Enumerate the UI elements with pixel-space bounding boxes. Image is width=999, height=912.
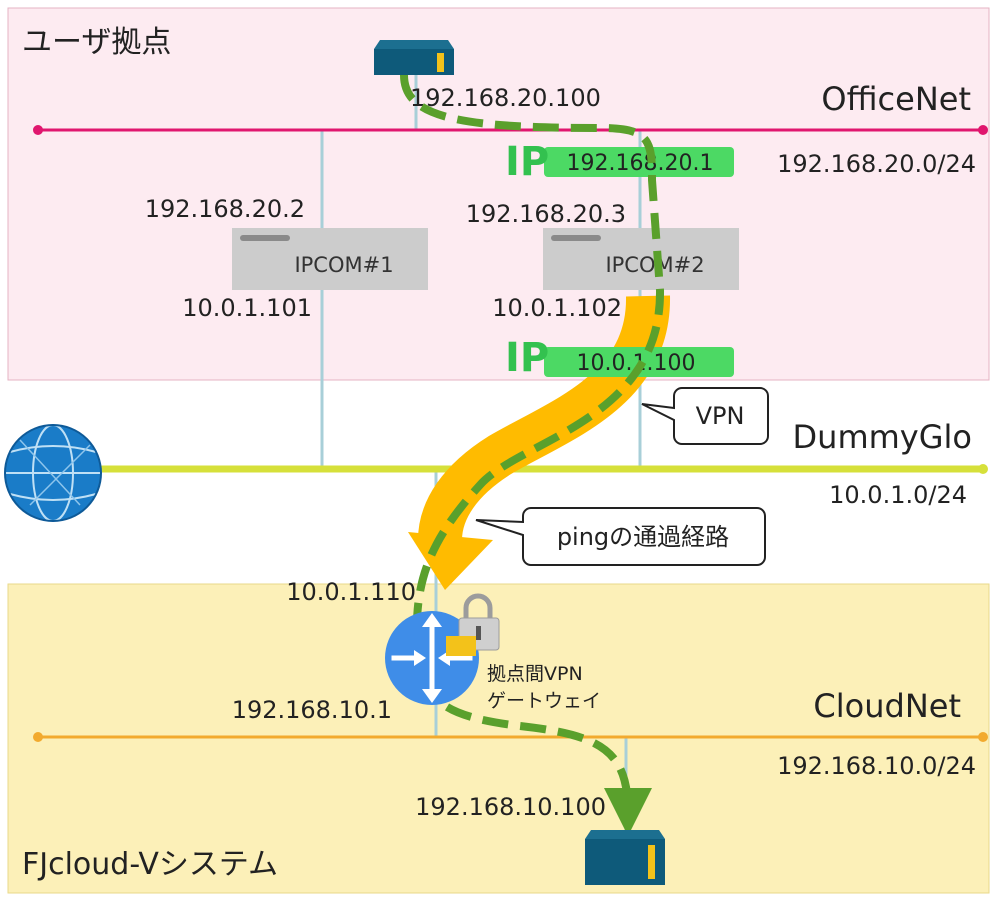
gateway-label-line1: 拠点間VPN — [487, 663, 583, 685]
ping-route-callout — [475, 507, 766, 566]
user-site-title: ユーザ拠点 — [22, 25, 171, 60]
gateway-cloud-ip: 192.168.10.1 — [232, 696, 392, 724]
officenet-bus — [33, 125, 988, 135]
ipcom1-office-ip: 192.168.20.2 — [145, 195, 305, 223]
dummyglo-bus — [95, 464, 988, 474]
officenet-label: OfficeNet — [821, 80, 971, 118]
officenet-cidr: 192.168.20.0/24 — [777, 150, 976, 178]
cloud-system-title: FJcloud-Vシステム — [22, 847, 278, 882]
ipcom1-dummy-ip: 10.0.1.101 — [182, 294, 312, 322]
dummyglo-label: DummyGlo — [793, 418, 972, 456]
cloudnet-cidr: 192.168.10.0/24 — [777, 752, 976, 780]
dummyglo-cidr: 10.0.1.0/24 — [829, 481, 967, 509]
office-server-ip: 192.168.20.100 — [410, 84, 601, 112]
user-site-zone — [7, 7, 990, 381]
ping-route-path — [400, 74, 665, 836]
vpn-callout — [641, 387, 769, 445]
office-vip-logo: IP — [505, 139, 549, 185]
dummy-vip-logo: IP — [505, 335, 549, 381]
cloud-server-icon — [585, 830, 665, 885]
vpn-callout-text: VPN — [696, 402, 745, 430]
office-vip-ip: 192.168.20.1 — [567, 151, 714, 176]
gateway-label-line2: ゲートウェイ — [487, 690, 601, 712]
lock-icon — [446, 593, 500, 656]
ipcom2-dummy-ip: 10.0.1.102 — [492, 294, 622, 322]
ipcom1-name: IPCOM#1 — [294, 253, 393, 277]
cloud-server-ip: 192.168.10.100 — [415, 793, 606, 821]
cloudnet-bus — [33, 732, 988, 742]
globe-icon — [4, 424, 102, 522]
office-vip-badge — [544, 147, 734, 177]
gateway-dummy-ip: 10.0.1.110 — [286, 578, 416, 606]
ping-route-callout-text: pingの通過経路 — [557, 523, 729, 551]
router-icon — [385, 611, 479, 705]
ipcom1-device — [232, 228, 428, 290]
office-server-icon — [374, 40, 454, 75]
cloudnet-label: CloudNet — [813, 687, 961, 725]
ipcom2-device — [543, 228, 739, 290]
ipcom2-office-ip: 192.168.20.3 — [466, 200, 626, 228]
